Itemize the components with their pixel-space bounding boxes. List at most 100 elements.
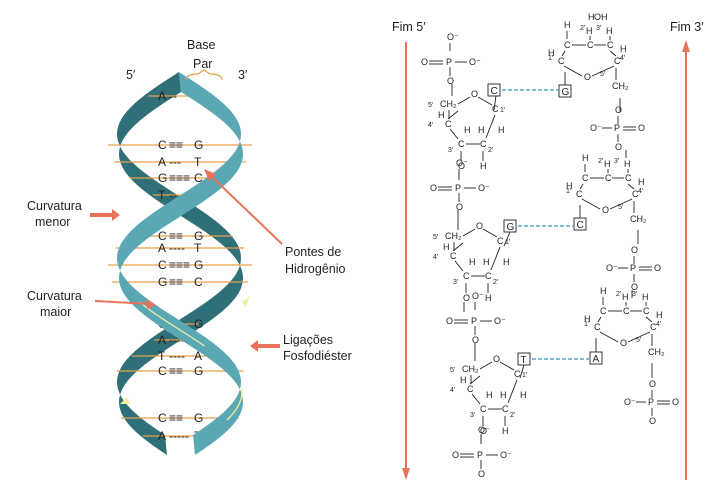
atom-o: O [452, 450, 459, 460]
atom-o: O⁻ [456, 158, 468, 168]
base-label: Base [187, 38, 216, 52]
atom-o: O [472, 335, 479, 345]
base-right: G [194, 258, 203, 272]
strand-front [117, 72, 243, 455]
pontes-label: Hidrogênio [285, 262, 346, 276]
atom-o: O [446, 316, 453, 326]
prime-label: 2′ [616, 291, 622, 298]
ch2: CH₂ [462, 364, 479, 374]
hydrogen-bonds: ≡≡ [169, 275, 183, 289]
hydrogen-bonds: ----- [169, 429, 189, 443]
base-left: C [158, 229, 167, 243]
ring-c: C [492, 104, 499, 114]
ch2: CH₂ [440, 99, 457, 109]
atom-h: H [464, 125, 471, 135]
base-right: G [194, 138, 203, 152]
atom-o: O [430, 183, 437, 193]
ring-c: C [600, 306, 607, 316]
base-pair: C≡≡G [158, 411, 203, 425]
ring-c: C [514, 369, 521, 379]
atom-o: O [478, 469, 485, 479]
atom-o: O [458, 161, 465, 171]
atom-h: H [502, 426, 509, 436]
atom-o: O [631, 282, 638, 292]
prime-label: 4′ [433, 254, 439, 261]
bond [499, 361, 515, 371]
prime-label: 2′ [493, 279, 499, 286]
fim-3-label: Fim 3′ [670, 20, 704, 34]
bond [507, 379, 518, 404]
bond [609, 198, 633, 210]
base-g: G [507, 222, 515, 233]
prime-label: 2′ [598, 158, 604, 165]
atom-o: O⁻ [494, 316, 506, 326]
bond [482, 228, 498, 238]
arrow-head [242, 296, 250, 307]
ring-c: C [480, 139, 487, 149]
ligacoes-label: Ligações [283, 333, 333, 347]
atom-h: H [485, 293, 492, 303]
hydrogen-bonds: -- [169, 89, 177, 103]
atom-o: O [615, 105, 622, 115]
bond [503, 231, 511, 247]
base-pair: A----T [158, 241, 202, 255]
ligacoes-label: Fosfodiéster [283, 349, 352, 363]
atom-h: H [584, 314, 591, 324]
atom-h: H [638, 177, 645, 187]
base-right: C [194, 275, 203, 289]
hydrogen-bonds: ---- [169, 241, 185, 255]
arrow-head [402, 468, 410, 480]
ring-c: C [594, 322, 601, 332]
bond [599, 331, 619, 343]
bond [581, 198, 601, 210]
prime-label: 3′ [614, 158, 620, 165]
atom-o: O⁻ [478, 425, 490, 435]
atom-h: H [520, 390, 527, 400]
base-left: C [158, 411, 167, 425]
atom-h: H [460, 375, 467, 385]
bond [597, 316, 602, 323]
pontes-label: Pontes de [285, 245, 341, 259]
ch2: CH₂ [630, 214, 647, 224]
atom-h: H [656, 310, 663, 320]
prime-label: 5′ [618, 204, 624, 211]
atom-o: O [456, 202, 463, 212]
atom-o: O [463, 293, 470, 303]
prime-label: 3′ [470, 412, 476, 419]
fim-5-label: Fim 5′ [392, 20, 426, 34]
atom-h: H [642, 292, 649, 302]
base-right: G [194, 411, 203, 425]
base-right: T [194, 155, 202, 169]
bond [477, 96, 493, 106]
prime-label: 3′ [632, 291, 638, 298]
base-pair: G≡≡ C [158, 275, 203, 289]
hydrogen-bonds: ---- [169, 349, 185, 363]
base-left: T [158, 349, 166, 363]
prime-label: 3′ [453, 279, 459, 286]
base-right: A [194, 349, 202, 363]
strand-direction-arrow [139, 301, 205, 347]
bond [490, 246, 501, 271]
atom-o: O [638, 123, 645, 133]
base-g: G [562, 87, 570, 98]
atom-o: O⁻ [590, 123, 602, 133]
atom-h: H [582, 153, 589, 163]
atom-o: O [649, 379, 656, 389]
prime-label: 1′ [566, 188, 572, 195]
atom-o: O⁻ [447, 32, 459, 42]
prime-label: 2′ [488, 147, 494, 154]
prime-label: 1′ [584, 321, 590, 328]
ring-c: C [582, 173, 589, 183]
bond [469, 375, 481, 385]
base-left: G [158, 275, 167, 289]
ring-o: O [620, 338, 627, 348]
pair-brace [185, 69, 223, 81]
prime-label: 5′ [600, 71, 606, 78]
pointer-arrow [94, 300, 151, 305]
curvatura-maior-label: maior [40, 305, 71, 319]
bond [591, 65, 615, 77]
arrow-head [204, 169, 216, 181]
base-right: T [194, 241, 202, 255]
base-pair: A---T [158, 155, 202, 169]
